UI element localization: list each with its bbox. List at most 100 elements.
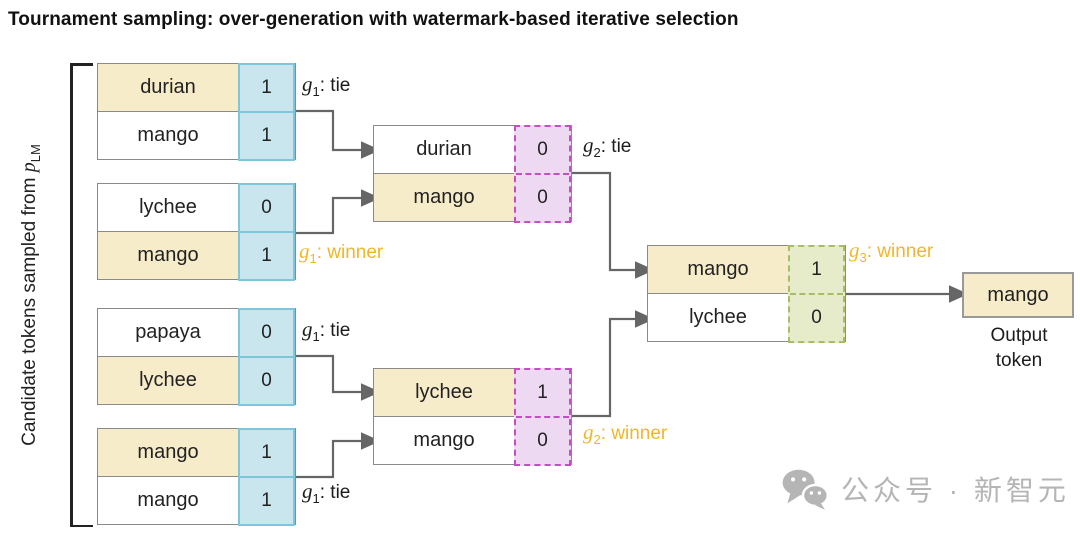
p-subscript: LM	[27, 144, 43, 163]
score-divider	[516, 415, 569, 418]
label-prefix: Candidate tokens sampled from	[19, 172, 40, 446]
token-label: lychee	[415, 381, 473, 403]
score-divider	[240, 355, 293, 358]
connector-pair4-to-semi2	[294, 432, 381, 479]
connector-semi2-to-final	[572, 310, 655, 418]
token-label: lychee	[689, 306, 747, 328]
token-row: durian	[98, 64, 238, 111]
g-var: g	[583, 420, 594, 444]
score-value: 0	[811, 306, 822, 328]
g-var: g	[849, 238, 860, 262]
g-result: : tie	[600, 136, 632, 157]
score-divider	[790, 292, 843, 295]
p-variable: p	[18, 162, 40, 173]
g-result: : tie	[319, 320, 351, 341]
g-sub: 2	[593, 144, 601, 160]
score-divider	[240, 110, 293, 113]
game1-tie-label-3: g1: tie	[302, 479, 350, 506]
score-divider	[240, 230, 293, 233]
g-var: g	[302, 317, 313, 341]
g-result: : tie	[319, 75, 351, 96]
token-row: mango	[374, 416, 514, 464]
round1-pair-4: mango mango 1 1	[97, 427, 296, 526]
token-row: lychee	[648, 293, 788, 341]
token-row: lychee	[98, 184, 238, 231]
bracket-tick-bottom	[70, 524, 93, 527]
token-row: papaya	[98, 309, 238, 356]
score-column: 1 1	[238, 62, 295, 161]
token-row: mango	[98, 111, 238, 159]
token-label: mango	[413, 429, 475, 451]
token-label: papaya	[135, 321, 201, 343]
token-label: lychee	[139, 196, 197, 218]
score-column: 0 0	[514, 124, 571, 223]
token-row: mango	[98, 476, 238, 524]
connector-pair3-to-semi2	[294, 354, 381, 401]
g-var: g	[583, 133, 594, 157]
g-result: : winner	[600, 423, 668, 444]
token-label: mango	[413, 186, 475, 208]
g-result: : winner	[316, 242, 384, 263]
token-label: durian	[140, 76, 196, 98]
watermark: 公众号 · 新智元	[781, 468, 1070, 510]
score-column: 1 0	[788, 244, 845, 343]
round2-match-2: lychee mango 1 0	[373, 367, 572, 466]
g-result: : tie	[319, 482, 351, 503]
score-value: 1	[811, 258, 822, 280]
token-label: mango	[137, 489, 199, 511]
score-column: 0 0	[238, 307, 295, 406]
bracket-tick-top	[70, 63, 93, 66]
token-row: mango	[648, 246, 788, 293]
token-label: mango	[687, 258, 749, 280]
g-sub: 1	[312, 83, 320, 99]
game2-tie-label: g2: tie	[583, 133, 631, 160]
figure-title: Tournament sampling: over-generation wit…	[8, 9, 739, 30]
score-value: 1	[537, 381, 548, 403]
watermark-text: 公众号 · 新智元	[841, 475, 1070, 506]
output-token-caption: Output token	[990, 325, 1048, 371]
game1-winner-label: g1: winner	[299, 239, 383, 266]
token-label: mango	[137, 441, 199, 463]
token-row: mango	[98, 231, 238, 279]
token-label: mango	[137, 244, 199, 266]
token-row: lychee	[374, 369, 514, 416]
candidate-tokens-label: Candidate tokens sampled from pLM	[18, 70, 44, 520]
score-value: 0	[261, 369, 272, 391]
connector-pair2-to-semi1	[294, 189, 381, 235]
connector-pair1-to-semi1	[294, 109, 381, 159]
score-value: 0	[537, 429, 548, 451]
score-divider	[516, 172, 569, 175]
round1-pair-3: papaya lychee 0 0	[97, 307, 296, 406]
wechat-icon	[782, 469, 829, 510]
token-label: lychee	[139, 369, 197, 391]
token-label: durian	[416, 138, 472, 160]
score-value: 1	[261, 76, 272, 98]
score-value: 0	[261, 196, 272, 218]
score-divider	[240, 475, 293, 478]
round2-match-1: durian mango 0 0	[373, 124, 572, 223]
score-value: 1	[261, 441, 272, 463]
connector-semi1-to-final	[572, 171, 655, 279]
score-value: 1	[261, 124, 272, 146]
round1-pair-1: durian mango 1 1	[97, 62, 296, 161]
score-value: 0	[537, 138, 548, 160]
g-sub: 1	[309, 250, 317, 266]
g-sub: 1	[312, 328, 320, 344]
score-column: 0 1	[238, 182, 295, 281]
token-row: durian	[374, 126, 514, 173]
round3-final: mango lychee 1 0	[647, 244, 846, 343]
token-row: lychee	[98, 356, 238, 404]
score-value: 0	[261, 321, 272, 343]
g-var: g	[299, 239, 310, 263]
output-token-box: mango	[962, 272, 1074, 318]
score-column: 1 0	[514, 367, 571, 466]
token-row: mango	[98, 429, 238, 476]
game3-winner-label: g3: winner	[849, 238, 933, 265]
score-value: 1	[261, 244, 272, 266]
g-sub: 1	[312, 490, 320, 506]
score-value: 0	[537, 186, 548, 208]
g-sub: 2	[593, 431, 601, 447]
token-label: mango	[137, 124, 199, 146]
game1-tie-label-2: g1: tie	[302, 317, 350, 344]
